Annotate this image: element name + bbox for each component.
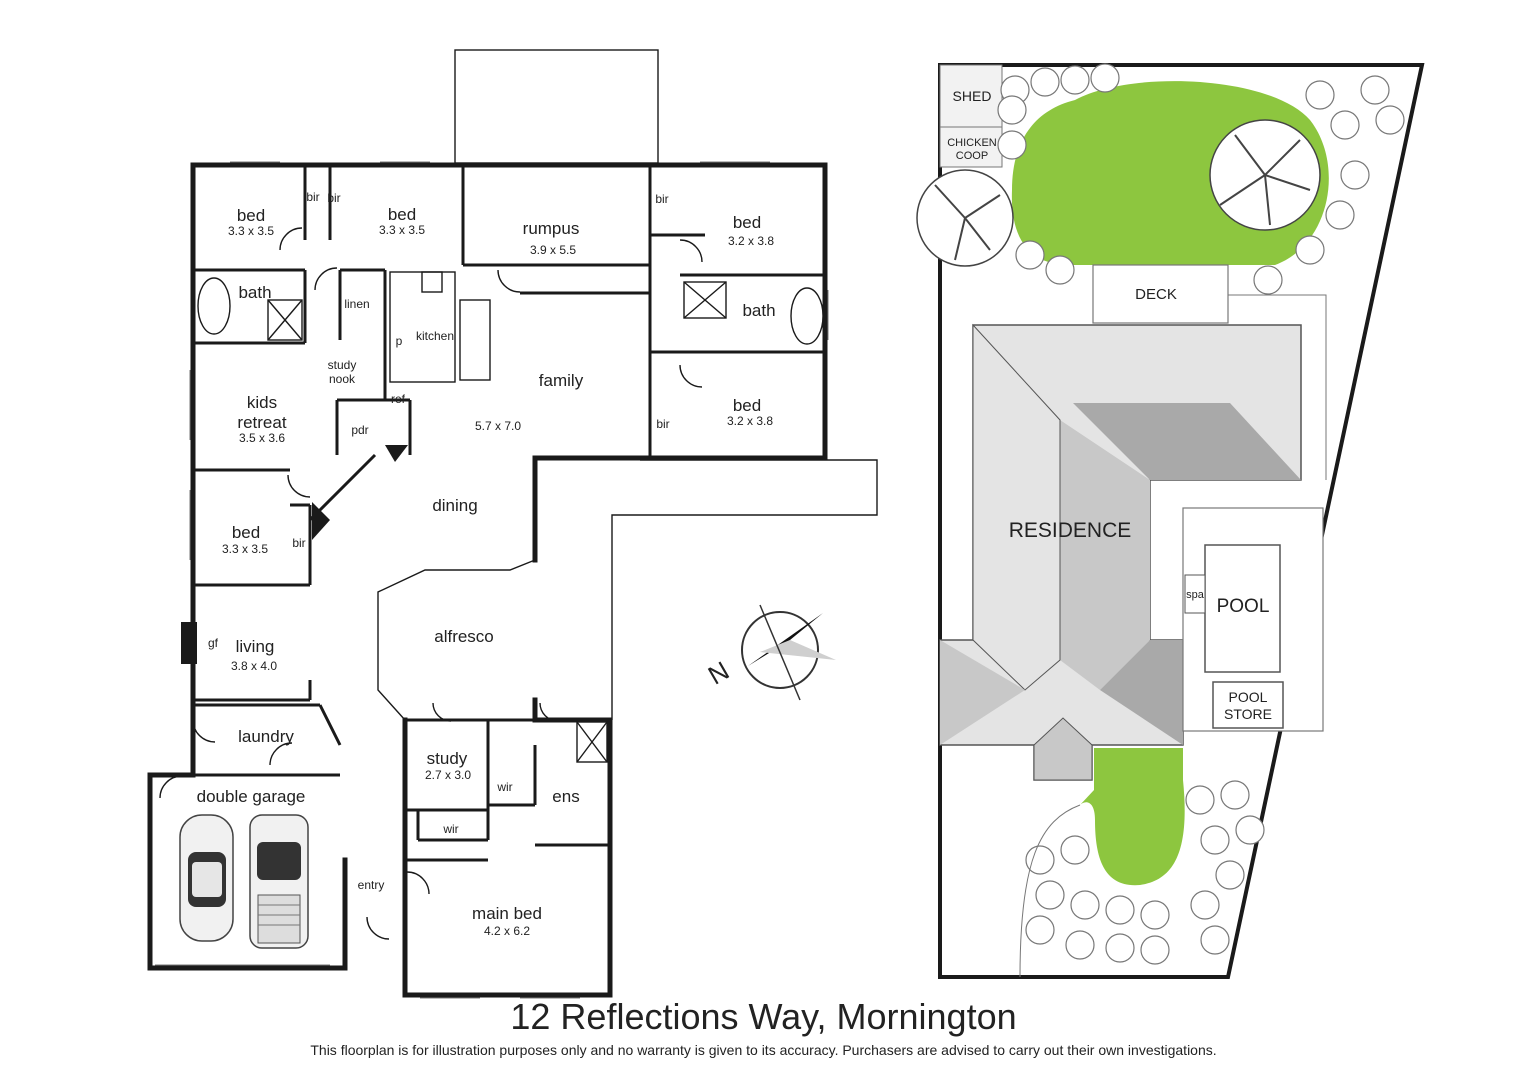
- room-name: bath: [742, 301, 775, 320]
- cooktop: [421, 271, 443, 293]
- tree-medium: [916, 169, 1014, 267]
- shower-w: [267, 299, 303, 341]
- small-labels: bir bir bir bir bir p ref gf wir wir: [208, 190, 670, 836]
- pool-label: POOL: [1217, 596, 1270, 617]
- gf-label: gf: [208, 636, 219, 650]
- room-dims: 4.2 x 6.2: [484, 924, 530, 938]
- wir-label: wir: [496, 780, 512, 794]
- room-dims: 3.8 x 4.0: [231, 659, 277, 673]
- room-name: pdr: [351, 423, 368, 437]
- interior-walls: [193, 165, 825, 862]
- room-name: entry: [358, 878, 385, 892]
- car-sedan: [179, 814, 234, 942]
- pool-store-label-2: STORE: [1224, 706, 1272, 722]
- room-labels: bed 3.3 x 3.5 bed 3.3 x 3.5 rumpus 3.9 x…: [197, 205, 776, 938]
- front-lawn: [1080, 748, 1185, 886]
- windows: [155, 161, 829, 999]
- residence-label: RESIDENCE: [1009, 519, 1132, 542]
- residence-roof: [939, 323, 1302, 781]
- room-dims: 3.3 x 3.5: [222, 542, 268, 556]
- room-dims: 3.9 x 5.5: [530, 243, 576, 257]
- room-name: rumpus: [523, 219, 580, 238]
- study-nook-line-2: nook: [329, 372, 356, 386]
- property-address: 12 Reflections Way, Mornington: [510, 996, 1017, 1037]
- bir-label: bir: [655, 192, 668, 206]
- doors: [159, 227, 703, 940]
- room-name: bed: [232, 523, 260, 542]
- bir-label: bir: [656, 417, 669, 431]
- shrubs: [997, 63, 1405, 965]
- room-name: living: [236, 637, 275, 656]
- step-marker-w: [312, 502, 330, 540]
- alfresco-outline: [377, 559, 536, 721]
- room-name: kitchen: [416, 329, 454, 343]
- disclaimer: This floorplan is for illustration purpo…: [310, 1042, 1217, 1058]
- bathtub-e: [790, 287, 824, 345]
- room-name: family: [539, 371, 584, 390]
- bathtub-w: [197, 277, 231, 335]
- spa: [1184, 574, 1206, 614]
- room-dims: 3.3 x 3.5: [228, 224, 274, 238]
- paving-outline: [1228, 294, 1327, 480]
- study-nook-line-1: study: [328, 358, 357, 372]
- kitchen-island: [459, 299, 491, 381]
- bir-label: bir: [292, 536, 305, 550]
- shower-ens: [576, 721, 608, 763]
- compass-north-label: N: [703, 655, 734, 690]
- room-name: laundry: [238, 727, 294, 746]
- site-plan: SHED CHICKEN COOP: [916, 63, 1425, 979]
- room-name: study: [427, 749, 468, 768]
- step-marker-pdr: [385, 445, 408, 462]
- room-name: linen: [344, 297, 369, 311]
- pool-store-label-1: POOL: [1229, 689, 1268, 705]
- room-dims: 5.7 x 7.0: [475, 419, 521, 433]
- room-name: alfresco: [434, 627, 494, 646]
- north-pergola: [454, 49, 659, 164]
- chicken-coop-label-1: CHICKEN: [947, 137, 997, 149]
- gas-fireplace: [181, 622, 197, 664]
- car-ute: [249, 814, 309, 949]
- shed-label: SHED: [953, 88, 992, 104]
- bir-label: bir: [306, 190, 319, 204]
- room-dims: 3.2 x 3.8: [727, 414, 773, 428]
- room-name: dining: [432, 496, 477, 515]
- room-name: bed: [237, 206, 265, 225]
- room-name: ens: [552, 787, 579, 806]
- chicken-coop-label-2: COOP: [956, 150, 988, 162]
- room-dims: 2.7 x 3.0: [425, 768, 471, 782]
- ref-label: ref: [391, 392, 406, 406]
- room-name: bed: [388, 205, 416, 224]
- spa-label: spa: [1186, 589, 1205, 601]
- bir-label: bir: [327, 191, 340, 205]
- room-dims: 3.5 x 3.6: [239, 431, 285, 445]
- floorplan: N bed 3.3 x 3.5 bed 3.3 x 3.5 rumpus 3.9…: [147, 49, 878, 999]
- kids-retreat-label: kids: [247, 393, 277, 412]
- room-dims: 3.3 x 3.5: [379, 223, 425, 237]
- east-paving: [611, 459, 878, 720]
- room-name: main bed: [472, 904, 542, 923]
- kids-retreat-label-2: retreat: [237, 413, 286, 432]
- deck-label: DECK: [1135, 286, 1177, 303]
- shed: [939, 64, 1003, 128]
- room-name: bed: [733, 213, 761, 232]
- outer-walls: [147, 162, 828, 998]
- compass: N: [703, 604, 836, 701]
- pantry-label: p: [396, 334, 403, 348]
- room-dims: 3.2 x 3.8: [728, 234, 774, 248]
- deck: [1092, 264, 1229, 324]
- wir-label: wir: [442, 822, 458, 836]
- pool-store: [1212, 681, 1284, 729]
- chicken-coop: [939, 126, 1003, 168]
- room-name: bed: [733, 396, 761, 415]
- tree-large: [1209, 119, 1321, 231]
- driveway-edge: [1019, 804, 1081, 978]
- room-name: double garage: [197, 787, 306, 806]
- shower-e: [683, 281, 727, 319]
- room-name: bath: [238, 283, 271, 302]
- pool: [1204, 544, 1281, 673]
